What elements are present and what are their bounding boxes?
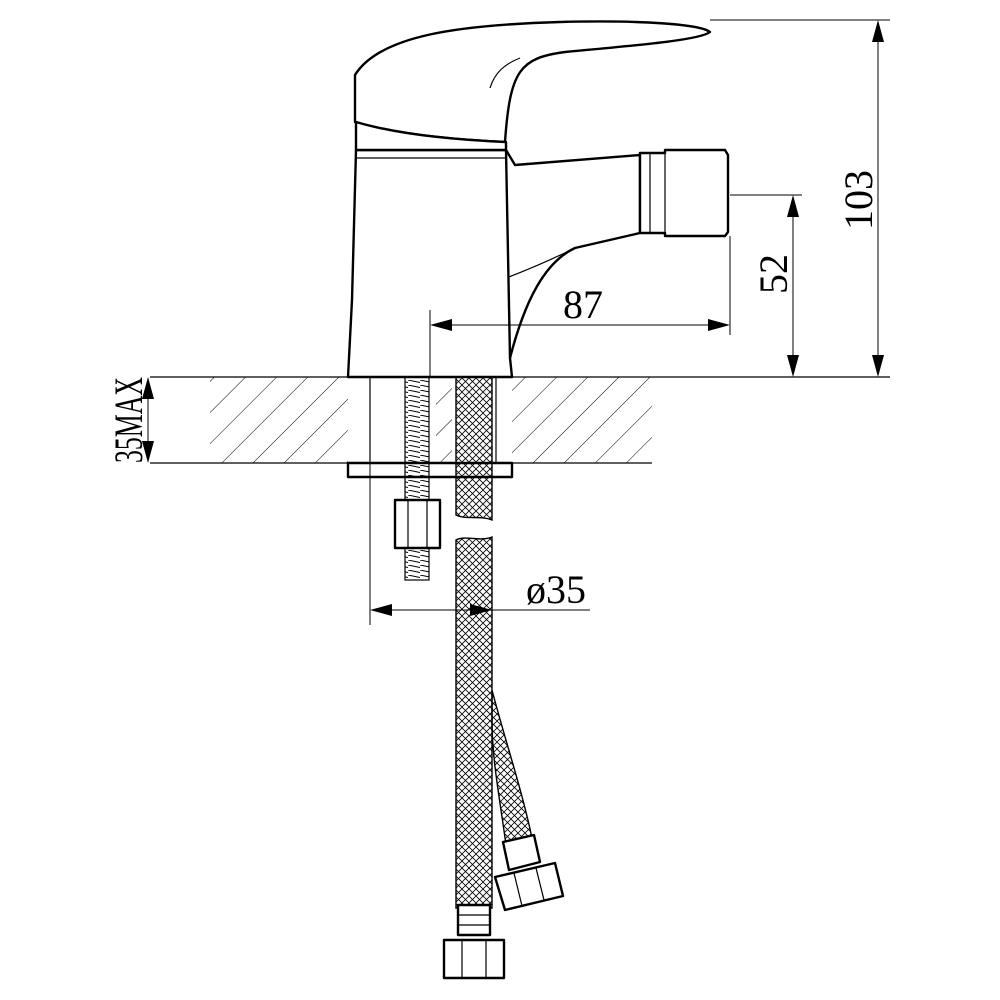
dimension-103-label: 103 [836,170,881,230]
faucet-body [346,20,730,379]
deck-left-hatch [210,377,348,463]
hose-connector-nut-2 [493,861,565,912]
dimension-52-label: 52 [751,254,796,294]
threaded-rod [393,376,442,581]
braided-hoses [442,376,565,980]
dimension-deck-thickness: 35MAX [106,377,154,463]
aerator-nozzle [638,148,730,238]
dimension-total-height: 103 [710,19,890,377]
dimension-35max-label: 35MAX [106,377,151,463]
dimension-87-label: 87 [563,282,603,327]
dimension-spout-height: 52 [730,194,802,377]
dimension-diameter-label: ø35 [526,567,586,612]
lever-handle [353,20,712,144]
hex-nut [393,498,442,550]
hose-secondary [491,689,533,846]
hose-main-lower [455,535,493,909]
hose-connector-nut [442,938,506,980]
lever-base [354,120,508,152]
deck-right-hatch [512,377,652,463]
countertop-deck [150,376,890,464]
deck-between-hatch [436,377,452,463]
hose-main-upper [455,376,493,522]
dimension-hole-diameter: ø35 [369,463,590,625]
dimension-spout-reach: 87 [429,236,731,377]
